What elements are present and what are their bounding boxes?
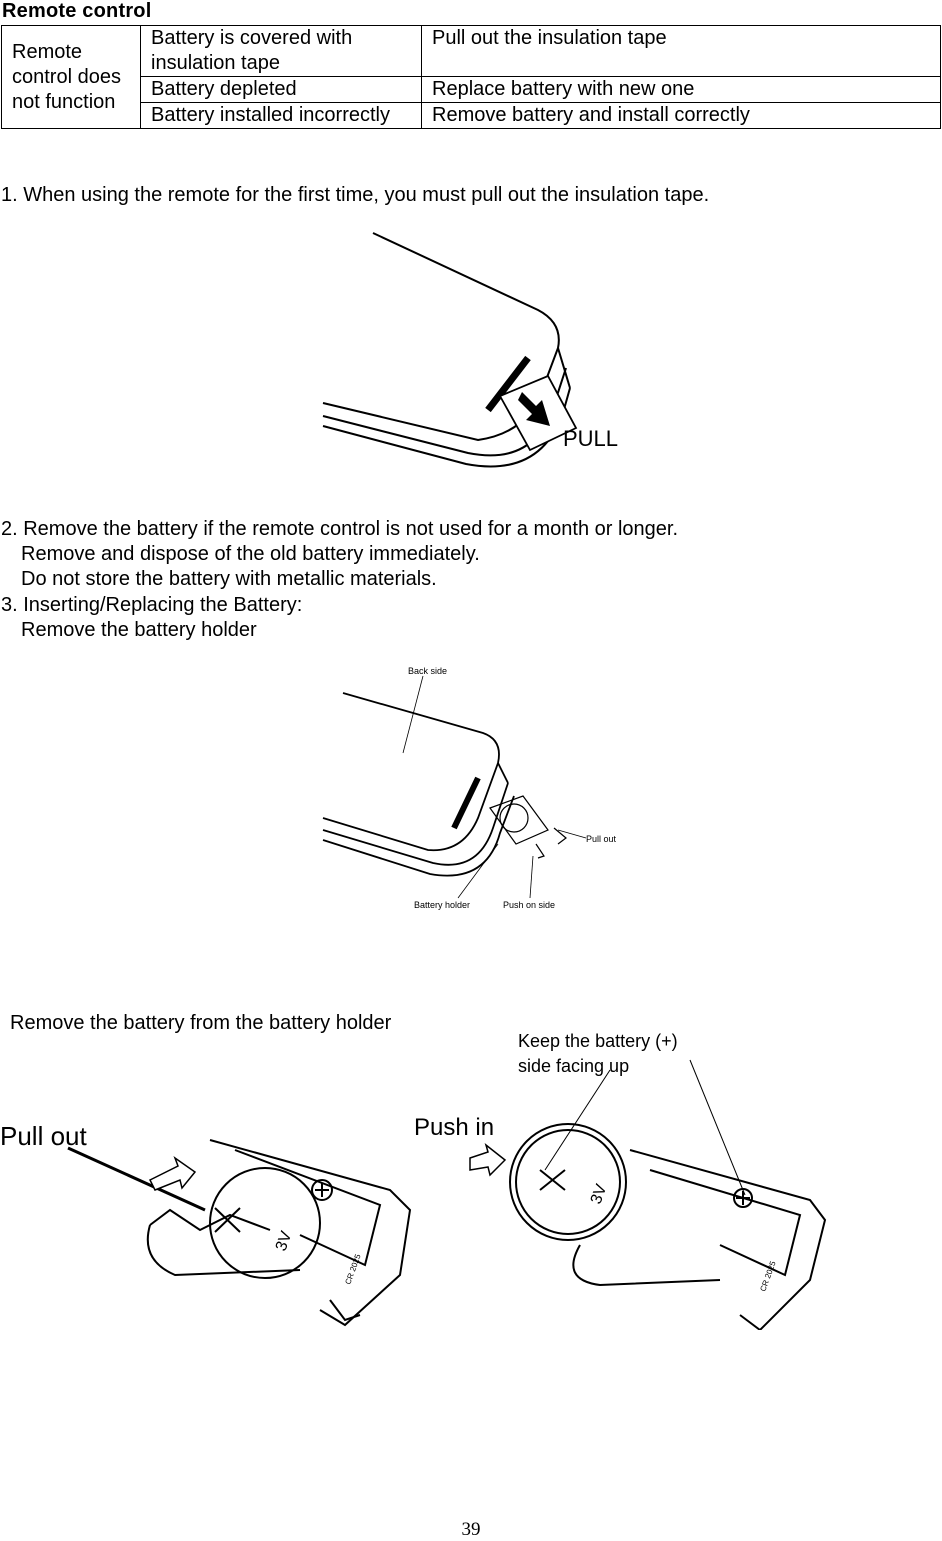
step-3-line-1: 3. Inserting/Replacing the Battery: — [1, 594, 303, 616]
battery-holder-figure: Back side Pull out Battery holder Push o… — [322, 666, 617, 910]
remedy-cell: Pull out the insulation tape — [421, 25, 941, 77]
remedy-cell: Replace battery with new one — [421, 76, 941, 103]
step-2-line-2: Remove and dispose of the old battery im… — [21, 543, 480, 565]
cause-cell: Battery is covered with insulation tape — [140, 25, 422, 77]
section-title: Remote control — [2, 0, 152, 22]
step-2-line-3: Do not store the battery with metallic m… — [21, 568, 437, 590]
table-row: Battery depleted Replace battery with ne… — [2, 76, 941, 103]
page-number: 39 — [461, 1519, 481, 1540]
remedy-cell: Remove battery and install correctly — [421, 102, 941, 129]
pull-out-label: Pull out — [586, 834, 617, 844]
pull-label: PULL — [563, 426, 618, 451]
keep-battery-label-line-1: Keep the battery (+) — [518, 1031, 678, 1051]
voltage-label: 3V — [588, 1182, 611, 1207]
keep-battery-label-line-2: side facing up — [518, 1056, 629, 1076]
push-on-side-label: Push on side — [503, 900, 555, 910]
table-row: Battery installed incorrectly Remove bat… — [2, 102, 941, 129]
cause-cell: Battery installed incorrectly — [140, 102, 422, 129]
battery-replace-figure: Pull out 3V CR 2025 Keep the battery (+)… — [0, 1031, 827, 1330]
troubleshooting-table: Remote control does not function Battery… — [1, 25, 941, 129]
back-side-label: Back side — [408, 666, 447, 676]
step-4-text: Remove the battery from the battery hold… — [10, 1012, 392, 1034]
battery-holder-label: Battery holder — [414, 900, 470, 910]
step-1-text: 1. When using the remote for the first t… — [1, 184, 710, 206]
remote-pull-tape-figure: PULL — [322, 232, 618, 468]
symptom-cell: Remote control does not function — [1, 25, 141, 129]
push-in-label: Push in — [414, 1114, 494, 1141]
step-3-line-2: Remove the battery holder — [21, 619, 257, 641]
voltage-label: 3V — [273, 1229, 296, 1254]
pull-out-label: Pull out — [0, 1121, 87, 1151]
step-2-line-1: 2. Remove the battery if the remote cont… — [1, 518, 679, 540]
cause-cell: Battery depleted — [140, 76, 422, 103]
table-row: Remote control does not function Battery… — [1, 25, 941, 129]
